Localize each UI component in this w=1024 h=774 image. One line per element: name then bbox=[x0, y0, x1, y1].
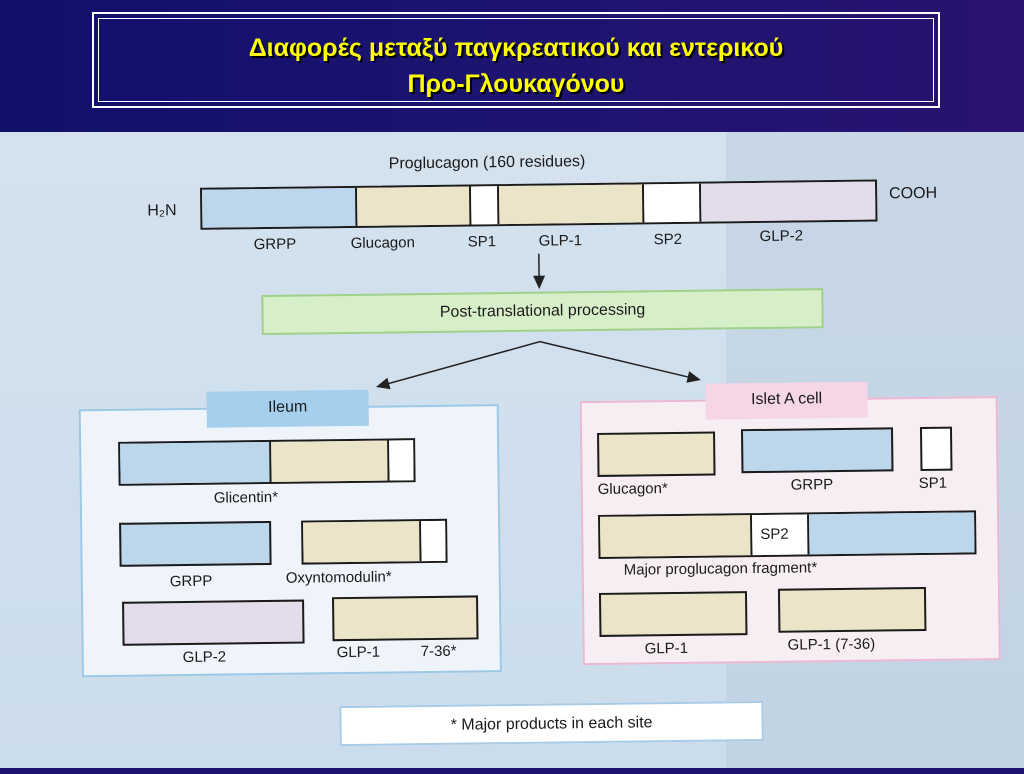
oxyntomodulin-label: Oxyntomodulin* bbox=[286, 568, 392, 586]
islet-glp1-7-36-label: GLP-1 (7-36) bbox=[788, 636, 876, 654]
slide-title-line-2: Προ-Γλουκαγόνου bbox=[94, 70, 938, 99]
mpgf-segment-glp2 bbox=[809, 512, 974, 554]
ileum-grpp-bar bbox=[119, 521, 272, 567]
islet-glp1-7-36-bar bbox=[778, 587, 927, 633]
processing-box: Post-translational processing bbox=[261, 288, 823, 335]
ileum-glp2-bar bbox=[122, 600, 305, 646]
major-proglucagon-fragment-label: Major proglucagon fragment* bbox=[624, 559, 818, 578]
oxyntomodulin-segment-sp1 bbox=[421, 521, 445, 561]
islet-glp1-label: GLP-1 bbox=[645, 640, 689, 658]
islet-label: Islet A cell bbox=[705, 382, 867, 420]
islet-glp1-bar bbox=[599, 591, 748, 637]
islet-grpp-bar bbox=[741, 427, 894, 473]
diagram-content: Proglucagon (160 residues) H₂N COOH GRPP… bbox=[0, 126, 1024, 774]
islet-grpp-label: GRPP bbox=[791, 476, 834, 494]
islet-glucagon-bar bbox=[597, 432, 716, 477]
major-proglucagon-fragment-bar: SP2 bbox=[598, 510, 977, 559]
arrow-to-ileum bbox=[377, 342, 541, 387]
title-frame: Διαφορές μεταξύ παγκρεατικού και εντερικ… bbox=[92, 12, 940, 108]
oxyntomodulin-bar bbox=[301, 519, 448, 565]
glicentin-segment-grpp bbox=[120, 442, 271, 484]
mpgf-sp2-label: SP2 bbox=[760, 526, 789, 543]
ileum-label: Ileum bbox=[206, 390, 368, 428]
slide-title-line-1: Διαφορές μεταξύ παγκρεατικού και εντερικ… bbox=[94, 34, 938, 63]
arrow-to-islet bbox=[540, 340, 699, 382]
islet-sp1-label: SP1 bbox=[919, 475, 948, 492]
glicentin-label: Glicentin* bbox=[214, 489, 278, 507]
ileum-glp2-label: GLP-2 bbox=[183, 649, 227, 667]
glicentin-bar bbox=[118, 438, 416, 486]
ileum-glp1-range-label: 7-36* bbox=[421, 643, 457, 660]
ileum-glp1-bar bbox=[332, 595, 479, 641]
islet-glucagon-label: Glucagon* bbox=[598, 480, 668, 498]
mpgf-segment-glp1 bbox=[600, 515, 752, 557]
ileum-glp1-label: GLP-1 bbox=[337, 644, 381, 662]
oxyntomodulin-segment-glucagon bbox=[303, 521, 421, 562]
ileum-grpp-label: GRPP bbox=[170, 573, 213, 591]
footnote-box: * Major products in each site bbox=[339, 701, 763, 746]
mpgf-segment-sp2: SP2 bbox=[752, 514, 809, 555]
islet-sp1-bar bbox=[920, 427, 953, 471]
slide-header: Διαφορές μεταξύ παγκρεατικού και εντερικ… bbox=[0, 0, 1024, 132]
glicentin-segment-glucagon bbox=[271, 441, 389, 482]
glicentin-segment-sp1 bbox=[389, 440, 413, 480]
diagram-area: Proglucagon (160 residues) H₂N COOH GRPP… bbox=[0, 132, 1024, 768]
